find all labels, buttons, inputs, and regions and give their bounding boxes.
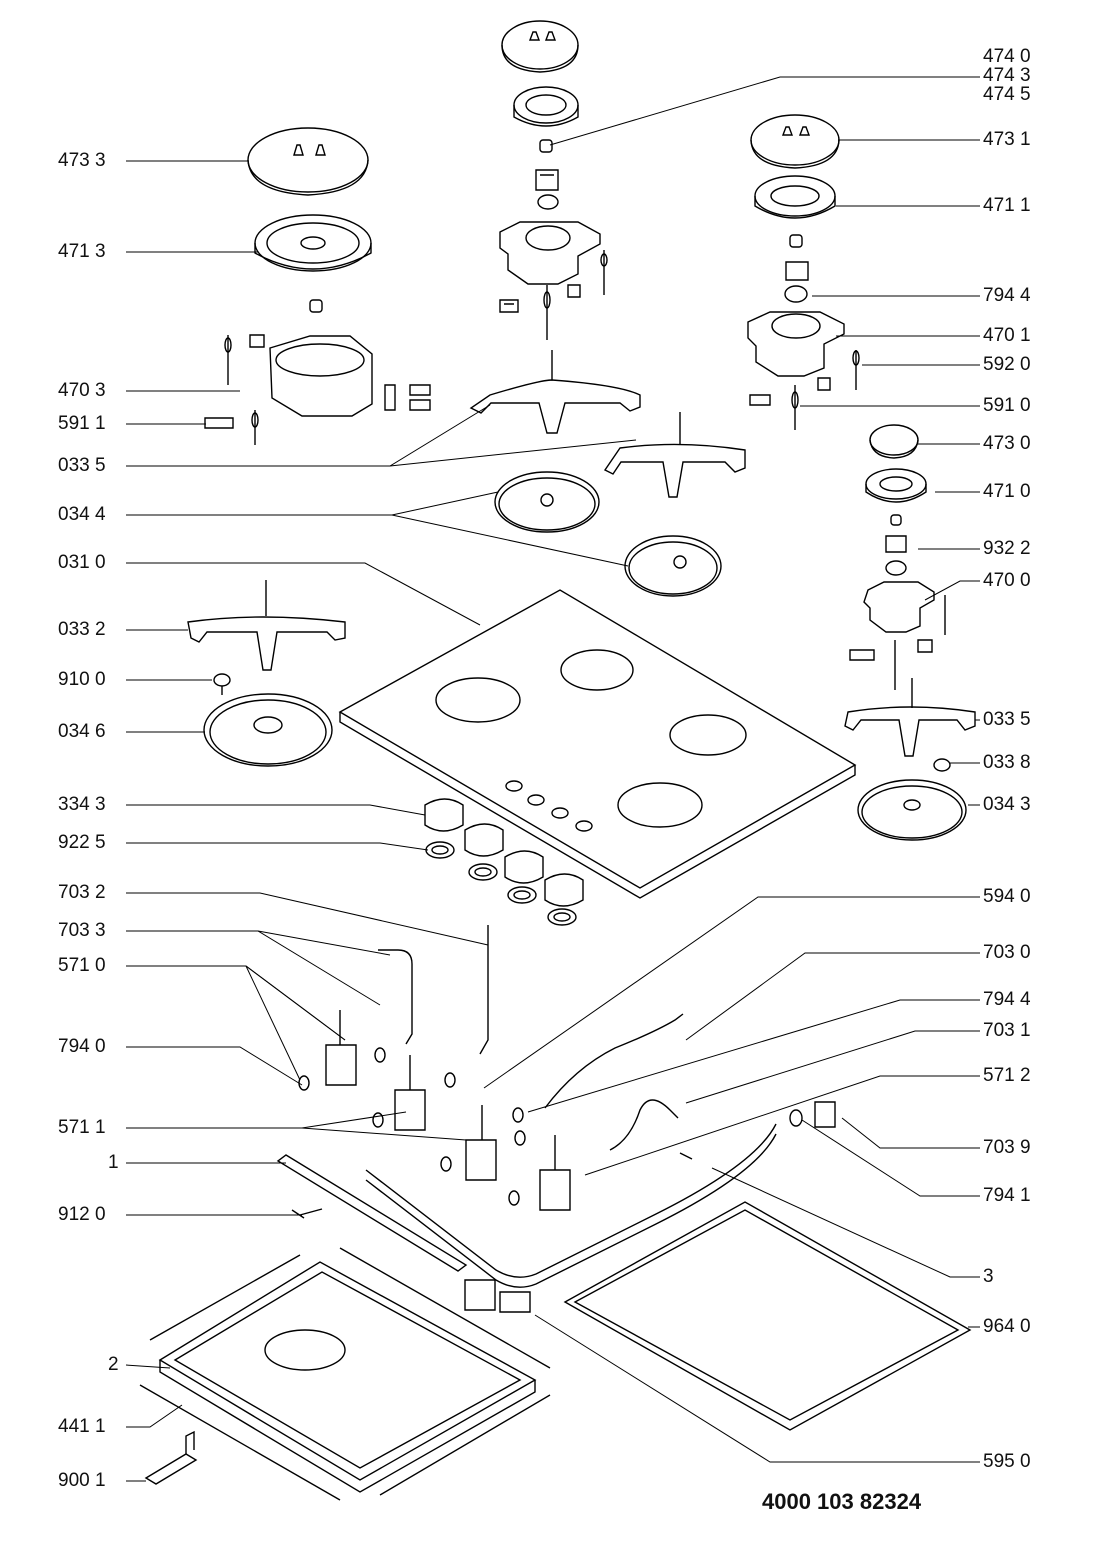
part-label: 470 1 [983,325,1031,346]
spreader-plates [203,471,967,841]
part-label: 703 3 [58,920,106,941]
gas-tubes [365,925,836,1288]
part-label: 703 1 [983,1020,1031,1041]
part-label: 470 3 [58,380,106,401]
part-label: 033 5 [58,455,106,476]
pan-supports [187,350,976,757]
part-label: 334 3 [58,794,106,815]
leader-lines-left [125,160,637,1482]
burner-small [849,424,946,690]
part-label: 594 0 [983,886,1031,907]
part-label: 473 3 [58,150,106,171]
part-label: 473 1 [983,129,1031,150]
part-label: 441 1 [58,1416,106,1437]
part-label: 033 5 [983,709,1031,730]
part-label: 592 0 [983,354,1031,375]
gas-valves [298,1010,803,1211]
part-label: 794 4 [983,285,1031,306]
fixing-clamp [144,1430,198,1485]
part-label: 794 4 [983,989,1031,1010]
part-label: 034 3 [983,794,1031,815]
part-label: 932 2 [983,538,1031,559]
part-label: 595 0 [983,1451,1031,1472]
part-label: 474 5 [983,84,1031,105]
part-label: 703 2 [58,882,106,903]
part-label: 471 1 [983,195,1031,216]
part-label: 703 9 [983,1137,1031,1158]
part-label: 471 3 [58,241,106,262]
part-label: 034 4 [58,504,106,525]
burner-center [499,20,608,340]
part-label: 474 3 [983,65,1031,86]
gasket [563,1201,972,1431]
part-label: 794 1 [983,1185,1031,1206]
part-label: 474 0 [983,46,1031,67]
part-label: 571 1 [58,1117,106,1138]
document-number: 4000 103 82324 [762,1489,922,1514]
burner-right [747,114,860,430]
base-tray [139,1247,551,1501]
part-label: 033 2 [58,619,106,640]
part-label: 473 0 [983,433,1031,454]
part-label: 033 8 [983,752,1031,773]
part-label: 2 [108,1354,119,1375]
part-label: 591 0 [983,395,1031,416]
part-label: 470 0 [983,570,1031,591]
part-label: 900 1 [58,1470,106,1491]
part-label: 471 0 [983,481,1031,502]
leader-lines-right [483,76,980,1463]
part-label: 794 0 [58,1036,106,1057]
hob-top [338,589,857,899]
part-label: 964 0 [983,1316,1031,1337]
bracket-rod [276,1152,693,1272]
part-label: 910 0 [58,669,106,690]
part-label: 912 0 [58,1204,106,1225]
part-label: 571 2 [983,1065,1031,1086]
part-label: 571 0 [58,955,106,976]
burner-large [204,127,431,445]
part-label: 922 5 [58,832,106,853]
knobs [424,798,584,926]
part-label: 034 6 [58,721,106,742]
part-label: 1 [108,1152,119,1173]
part-label: 031 0 [58,552,106,573]
part-label: 3 [983,1266,994,1287]
part-label: 703 0 [983,942,1031,963]
part-label: 591 1 [58,413,106,434]
